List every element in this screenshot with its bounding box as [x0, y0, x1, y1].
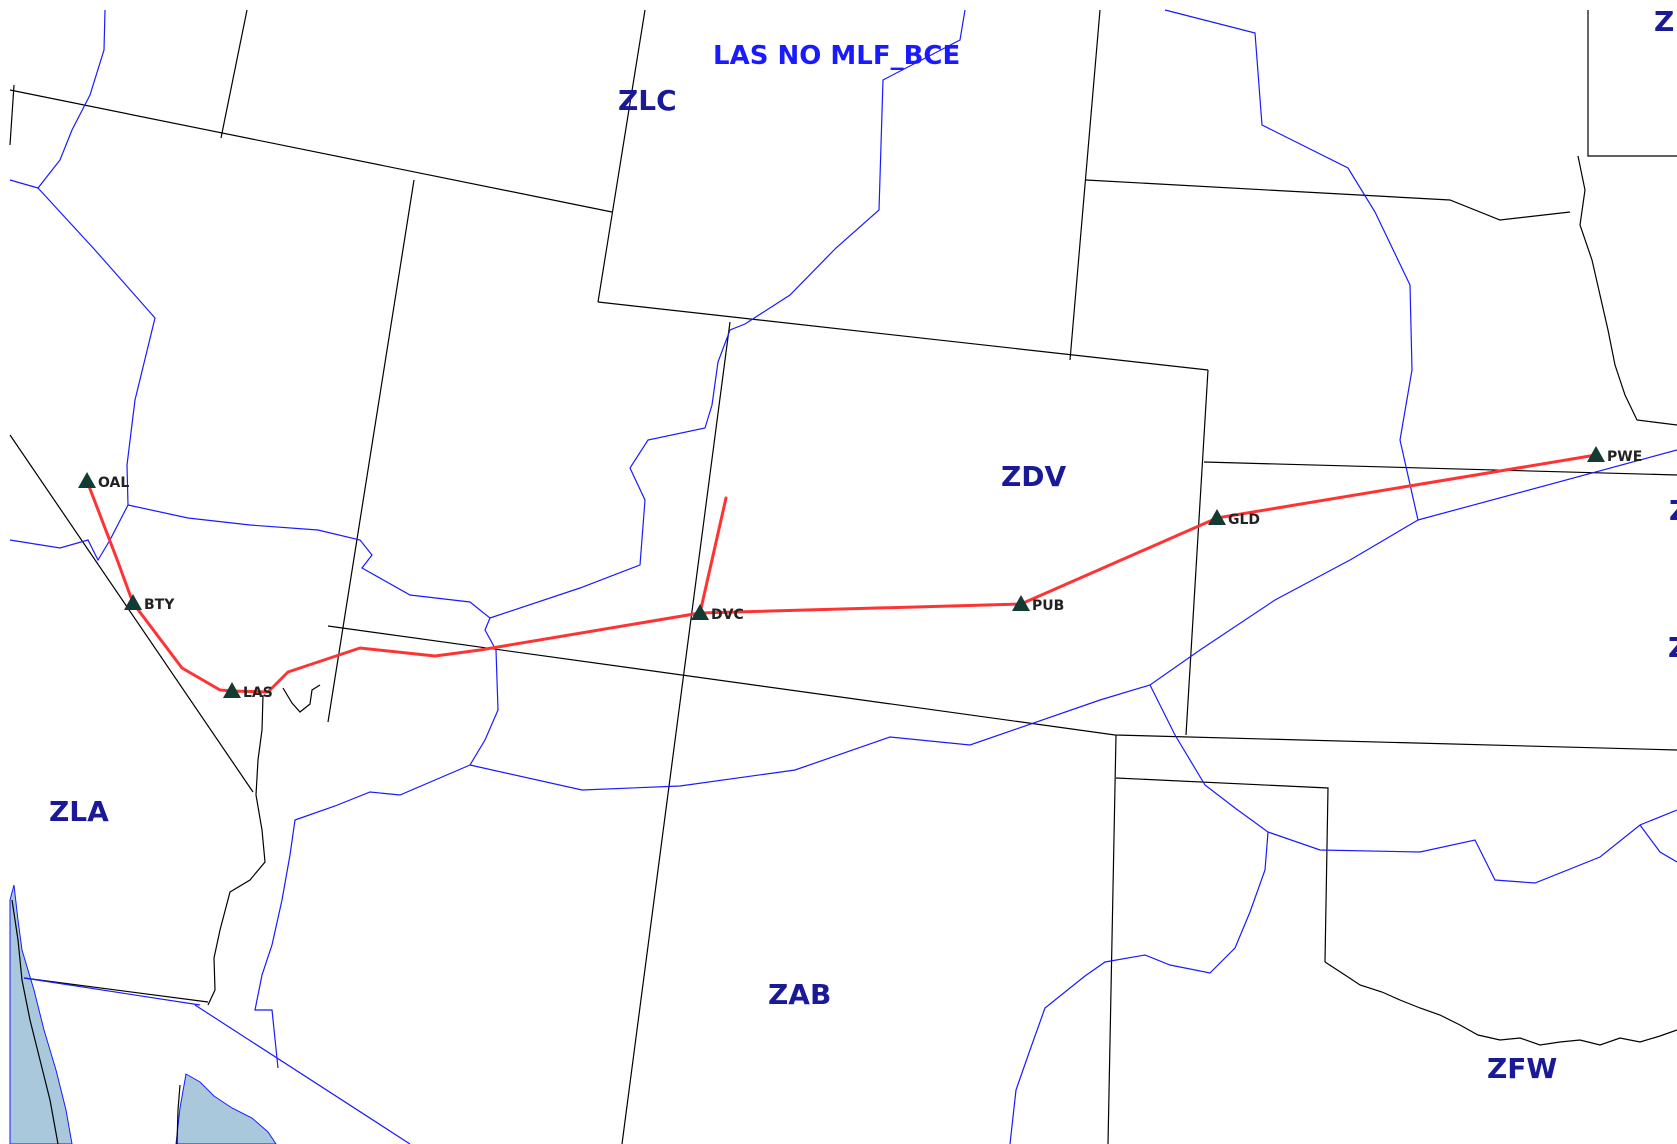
- center-label-zlc: ZLC: [618, 84, 677, 117]
- state-line: [327, 625, 1677, 751]
- state-line: [1577, 155, 1677, 426]
- fix-label-pwe: PWE: [1607, 449, 1642, 465]
- state-line: [207, 694, 266, 1006]
- artcc-boundaries: [9, 9, 1677, 1144]
- triangle-icon: [223, 682, 241, 698]
- state-line: [597, 301, 1209, 371]
- state-line: [176, 1084, 181, 1144]
- state-line: [9, 84, 15, 146]
- artcc-boundary-line: [1267, 809, 1677, 884]
- state-boundaries: [9, 9, 1677, 1144]
- route-title: LAS NO MLF_BCE: [713, 41, 960, 71]
- triangle-icon: [691, 604, 709, 620]
- center-label-zla: ZLA: [49, 795, 109, 828]
- artcc-boundary-line: [1164, 9, 1677, 521]
- route-line: [85, 453, 1598, 694]
- artcc-boundary-line: [469, 519, 1419, 791]
- state-line: [1115, 777, 1329, 963]
- state-line: [1203, 461, 1677, 476]
- center-label-edge-right: Z: [1668, 631, 1677, 664]
- artcc-boundary-line: [9, 9, 106, 189]
- state-line: [1085, 179, 1571, 221]
- fix-label-las: LAS: [243, 685, 273, 701]
- state-line: [1324, 961, 1677, 1046]
- center-label-zdv: ZDV: [1001, 460, 1067, 493]
- artcc-boundary-line: [1009, 684, 1269, 1144]
- fixes-layer: OAL BTY LAS DVC PUB GLD PWE: [78, 446, 1642, 701]
- artcc-boundary-line: [23, 977, 201, 1006]
- state-line: [597, 9, 646, 303]
- state-line: [1069, 9, 1101, 361]
- route-branch-line: [698, 496, 728, 615]
- state-line: [9, 89, 613, 213]
- artcc-boundary-line: [127, 504, 499, 766]
- gulf-water: [175, 1073, 277, 1144]
- center-label-edge-top-right: Z: [1654, 5, 1674, 38]
- fix-label-dvc: DVC: [711, 607, 744, 623]
- artcc-boundary-line: [254, 764, 471, 1069]
- state-line: [282, 684, 321, 713]
- center-label-zfw: ZFW: [1487, 1052, 1557, 1085]
- fix-label-bty: BTY: [144, 597, 175, 613]
- state-line: [1587, 10, 1677, 157]
- state-line: [621, 321, 731, 1144]
- pacific-water: [9, 884, 73, 1144]
- fix-label-pub: PUB: [1032, 598, 1064, 614]
- state-line: [1185, 369, 1209, 736]
- route: [85, 453, 1598, 694]
- artcc-boundary-line: [194, 1004, 411, 1144]
- state-line: [9, 434, 254, 793]
- triangle-icon: [1587, 446, 1605, 462]
- state-line: [23, 977, 209, 1003]
- triangle-icon: [124, 594, 142, 610]
- center-label-zab: ZAB: [768, 978, 831, 1011]
- triangle-icon: [1208, 509, 1226, 525]
- triangle-icon: [1012, 595, 1030, 611]
- state-line: [220, 9, 248, 139]
- center-label-edge-right-lower: Z: [1669, 494, 1677, 527]
- state-line: [1107, 734, 1117, 1144]
- triangle-icon: [78, 472, 96, 488]
- artcc-boundary-line: [9, 187, 156, 562]
- artcc-boundary-line: [1639, 824, 1677, 863]
- water-areas: [9, 884, 277, 1144]
- artcc-boundary-line: [489, 9, 966, 619]
- fix-label-oal: OAL: [98, 475, 129, 491]
- fix-label-gld: GLD: [1228, 512, 1260, 528]
- state-line: [11, 899, 59, 1144]
- center-labels: LAS NO MLF_BCE ZLC ZDV ZLA ZAB ZFW Z Z Z: [49, 5, 1677, 1085]
- state-line: [327, 179, 415, 723]
